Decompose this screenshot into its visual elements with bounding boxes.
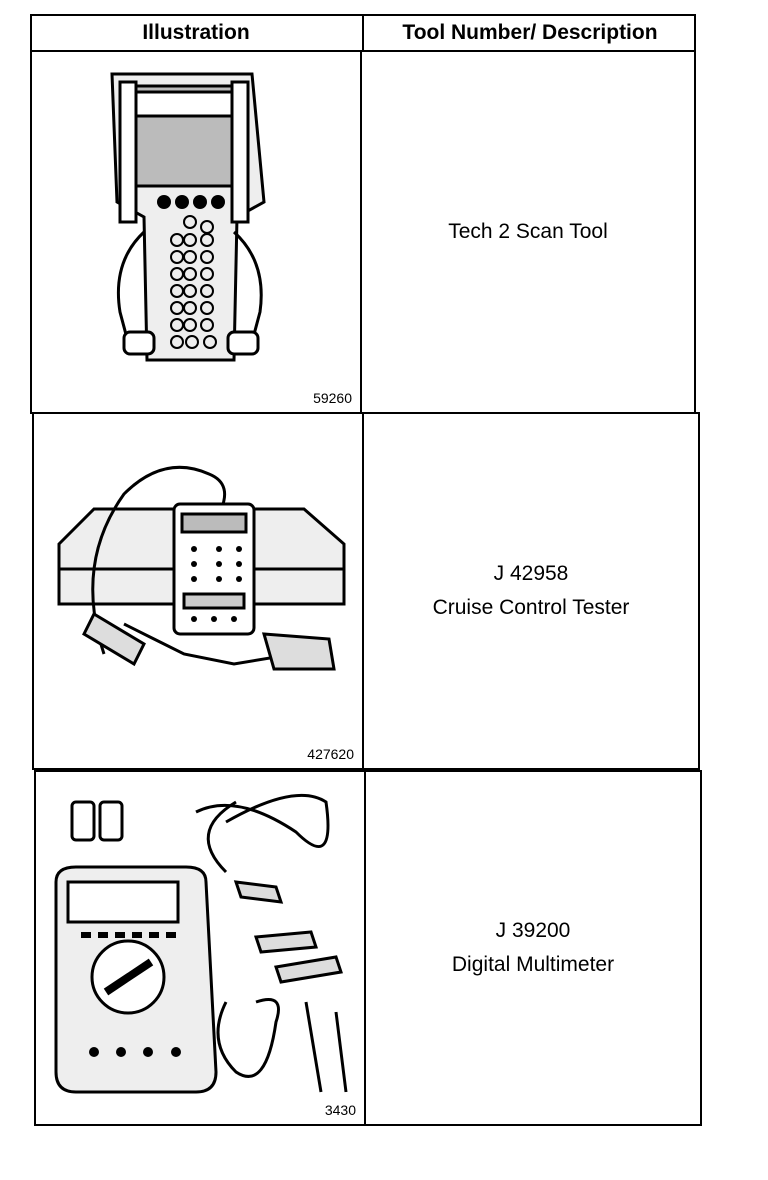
tool-number: J 39200 (495, 919, 571, 942)
header-tool-description: Tool Number/ Description (362, 16, 696, 50)
multimeter-icon (54, 793, 348, 1094)
illustration-cell: 427620 (34, 414, 364, 768)
header-illustration: Illustration (142, 21, 250, 44)
description-cell: J 42958 Cruise Control Tester (364, 414, 698, 768)
figure-number: 427620 (307, 746, 354, 762)
cruise-control-tester-icon (57, 465, 346, 671)
tool-description: Digital Multimeter (451, 953, 615, 976)
description-cell: Tech 2 Scan Tool (362, 52, 694, 412)
scan-tool-icon (110, 72, 266, 362)
illustration-cell: 3430 (36, 772, 366, 1124)
tool-number: J 42958 (493, 562, 569, 585)
tool-description: Tech 2 Scan Tool (448, 220, 608, 243)
table-row: 3430 J 39200 Digital Multimeter (34, 770, 702, 1126)
tool-description: Cruise Control Tester (432, 596, 630, 619)
figure-number: 59260 (313, 390, 352, 406)
table-header: Illustration Tool Number/ Description (30, 14, 696, 52)
figure-number: 3430 (324, 1102, 356, 1118)
table-row: 427620 J 42958 Cruise Control Tester (32, 412, 700, 770)
description-cell: J 39200 Digital Multimeter (366, 772, 700, 1124)
illustration-cell: 59260 (32, 52, 362, 412)
table-row: 59260 Tech 2 Scan Tool (30, 50, 696, 414)
